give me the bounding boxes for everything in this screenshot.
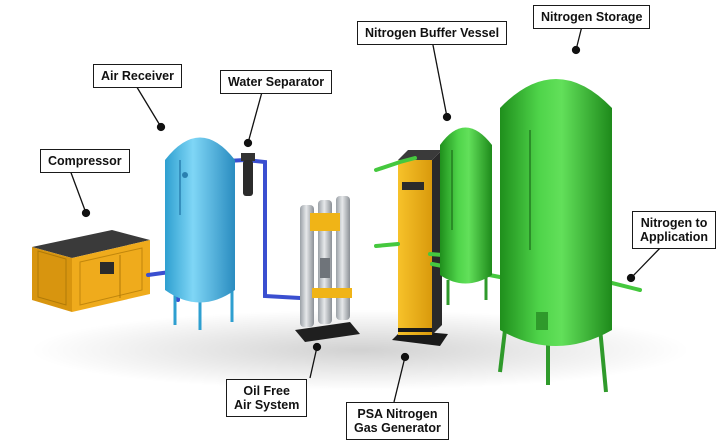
water-separator-label: Water Separator	[220, 70, 333, 94]
psa-line1: PSA Nitrogen	[357, 407, 438, 421]
leader-lines	[69, 25, 664, 403]
oil-free-line2: Air System	[234, 398, 300, 412]
air-receiver-tank	[165, 137, 235, 330]
psa-nitrogen-generator-unit	[392, 150, 448, 346]
water-separator-label-text: Water Separator	[228, 75, 325, 89]
oil-free-air-system-label: Oil Free Air System	[226, 379, 308, 417]
nitrogen-storage-tank	[498, 79, 612, 393]
air-receiver-label: Air Receiver	[93, 64, 182, 88]
nitrogen-buffer-vessel-tank	[440, 127, 492, 305]
oil-free-air-system-unit	[295, 196, 360, 342]
water-separator-unit	[241, 153, 255, 196]
nitrogen-buffer-vessel-label-text: Nitrogen Buffer Vessel	[365, 26, 500, 40]
air-receiver-label-text: Air Receiver	[101, 69, 174, 83]
nitrogen-to-application-line2: Application	[640, 230, 709, 244]
compressor-unit	[32, 230, 150, 312]
compressor-label-text: Compressor	[48, 154, 122, 168]
nitrogen-buffer-vessel-label: Nitrogen Buffer Vessel	[357, 21, 508, 45]
nitrogen-storage-label-text: Nitrogen Storage	[541, 10, 643, 24]
psa-nitrogen-generator-label: PSA Nitrogen Gas Generator	[346, 402, 449, 440]
nitrogen-to-application-label: Nitrogen to Application	[632, 211, 717, 249]
compressor-label: Compressor	[40, 149, 130, 173]
psa-line2: Gas Generator	[354, 421, 441, 435]
nitrogen-storage-label: Nitrogen Storage	[533, 5, 651, 29]
nitrogen-to-application-line1: Nitrogen to	[640, 216, 708, 230]
oil-free-line1: Oil Free	[243, 384, 290, 398]
